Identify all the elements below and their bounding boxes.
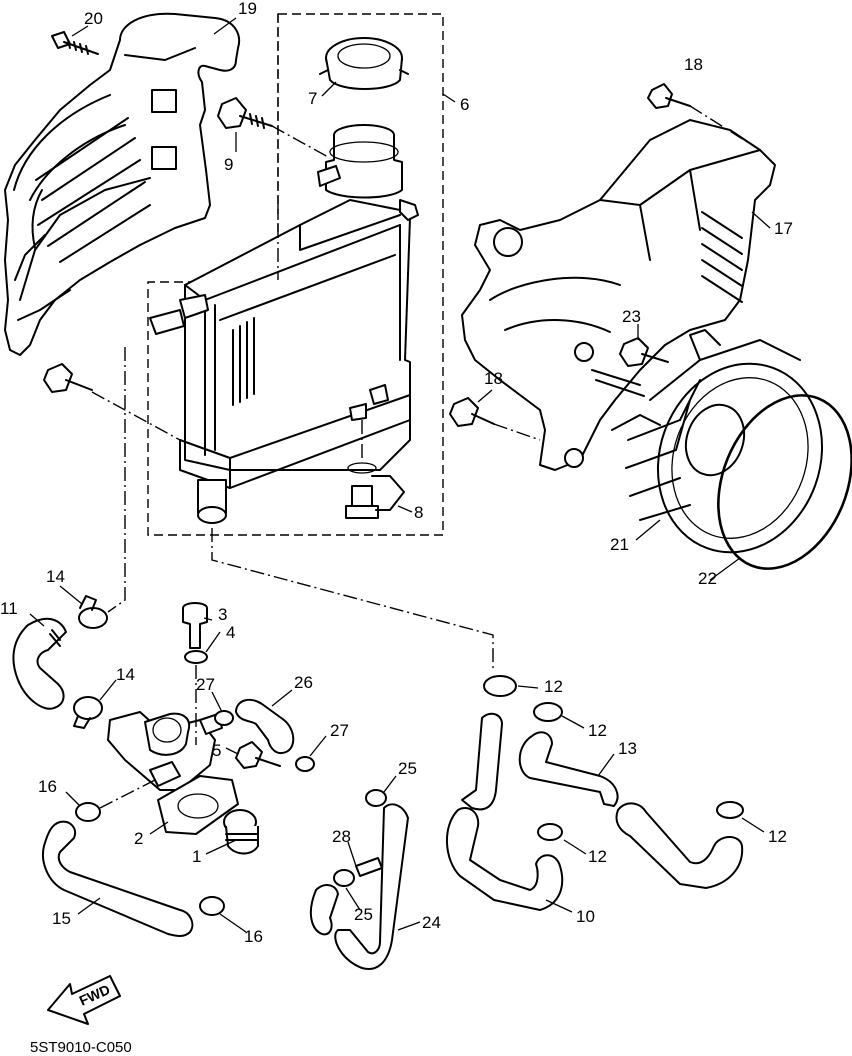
- bolt-part-18-middle: [449, 397, 495, 427]
- callout-9: 9: [224, 155, 233, 174]
- forward-direction-arrow: FWD: [47, 975, 121, 1025]
- clamp-part-12-d: [716, 801, 744, 819]
- callout-10: 10: [576, 907, 595, 926]
- callout-22: 22: [698, 569, 717, 588]
- hose-part-24: [309, 803, 409, 970]
- callout-15: 15: [52, 909, 71, 928]
- hose-part-15: [42, 820, 194, 937]
- leader-lines: [29, 17, 771, 933]
- assembly-line-hose-11: [107, 347, 126, 613]
- callout-3: 3: [218, 605, 227, 624]
- assembly-line-bolt-9: [271, 125, 331, 159]
- callout-18-top: 18: [684, 55, 703, 74]
- assembly-line-bolt-18b: [493, 423, 541, 441]
- callout-16-lower: 16: [244, 927, 263, 946]
- thermostat-cover-part-2: [157, 775, 239, 835]
- callout-4: 4: [226, 623, 235, 642]
- pipe-part-28: [355, 857, 383, 877]
- drawing-code: 5ST9010-C050: [30, 1039, 132, 1056]
- o-ring-part-22: [717, 394, 852, 570]
- callout-6: 6: [460, 95, 469, 114]
- callout-12-c: 12: [588, 847, 607, 866]
- callout-21: 21: [610, 535, 629, 554]
- hose-part-26: [235, 698, 295, 754]
- callout-13: 13: [618, 739, 637, 758]
- callout-7: 7: [308, 89, 317, 108]
- callout-18-middle: 18: [484, 369, 503, 388]
- callout-17: 17: [774, 219, 793, 238]
- hose-part-13: [518, 731, 744, 889]
- clamp-part-12-c: [537, 823, 563, 841]
- callout-26: 26: [294, 673, 313, 692]
- clamp-part-12-a: [483, 675, 517, 697]
- radiator-outlet: [197, 479, 227, 524]
- clamp-part-25-lower: [333, 869, 355, 887]
- clamp-part-16-lower: [199, 896, 225, 916]
- bolt-part-5: [235, 741, 281, 769]
- callout-27-lower: 27: [330, 721, 349, 740]
- callout-11: 11: [0, 599, 18, 618]
- hose-part-10: [445, 712, 564, 911]
- callout-8: 8: [414, 503, 423, 522]
- assembly-line-outlet: [211, 528, 494, 672]
- callout-14-lower: 14: [116, 665, 135, 684]
- thermostat-housing: [107, 711, 223, 791]
- callout-20: 20: [84, 9, 103, 28]
- callout-numbers: 20 19 7 6 9 18 17 23 18 8 21 22 14 11 3 …: [0, 0, 793, 946]
- callout-19: 19: [238, 0, 257, 18]
- callout-2: 2: [134, 829, 143, 848]
- clamp-part-14-lower: [73, 696, 103, 729]
- screw-part-20: [51, 31, 99, 55]
- bolt-part-9: [217, 97, 273, 129]
- clamp-part-25-upper: [365, 789, 387, 807]
- crankcase-cover-part-17: [461, 119, 776, 471]
- radiator-cover-part-19: [4, 12, 240, 356]
- callout-12-a: 12: [544, 677, 563, 696]
- callout-14-upper: 14: [46, 567, 65, 586]
- clamp-part-14-upper: [78, 595, 108, 629]
- clamp-part-12-b: [533, 702, 563, 722]
- callout-5: 5: [212, 741, 221, 760]
- thermostat-part-1: [223, 809, 259, 855]
- callout-25-upper: 25: [398, 759, 417, 778]
- callout-27-upper: 27: [196, 675, 215, 694]
- bolt-part-3: [182, 602, 208, 649]
- callout-28: 28: [332, 827, 351, 846]
- assembly-line-bolt-18: [689, 105, 761, 151]
- clamp-part-27-lower: [295, 756, 315, 772]
- callout-16-upper: 16: [38, 777, 57, 796]
- bolt-radiator-left: [43, 363, 93, 393]
- radiator-tank: [149, 199, 419, 489]
- radiator-cap-part-7: [319, 37, 409, 90]
- washer-part-4: [184, 650, 208, 664]
- clamp-part-16-upper: [75, 802, 101, 822]
- filler-neck: [317, 124, 403, 199]
- callout-12-d: 12: [768, 827, 787, 846]
- callout-23: 23: [622, 307, 641, 326]
- fan-part-21: [625, 329, 824, 554]
- drain-bolt-part-8: [345, 462, 405, 519]
- hose-part-11: [12, 617, 67, 710]
- callout-25-lower: 25: [354, 905, 373, 924]
- callout-1: 1: [192, 847, 201, 866]
- assembly-line-bolt-left: [91, 391, 181, 441]
- callout-12-b: 12: [588, 721, 607, 740]
- callout-24: 24: [422, 913, 441, 932]
- clamp-part-27-upper: [214, 710, 234, 726]
- assembly-line-hose-16: [99, 779, 156, 809]
- bolt-part-18-top: [647, 83, 691, 109]
